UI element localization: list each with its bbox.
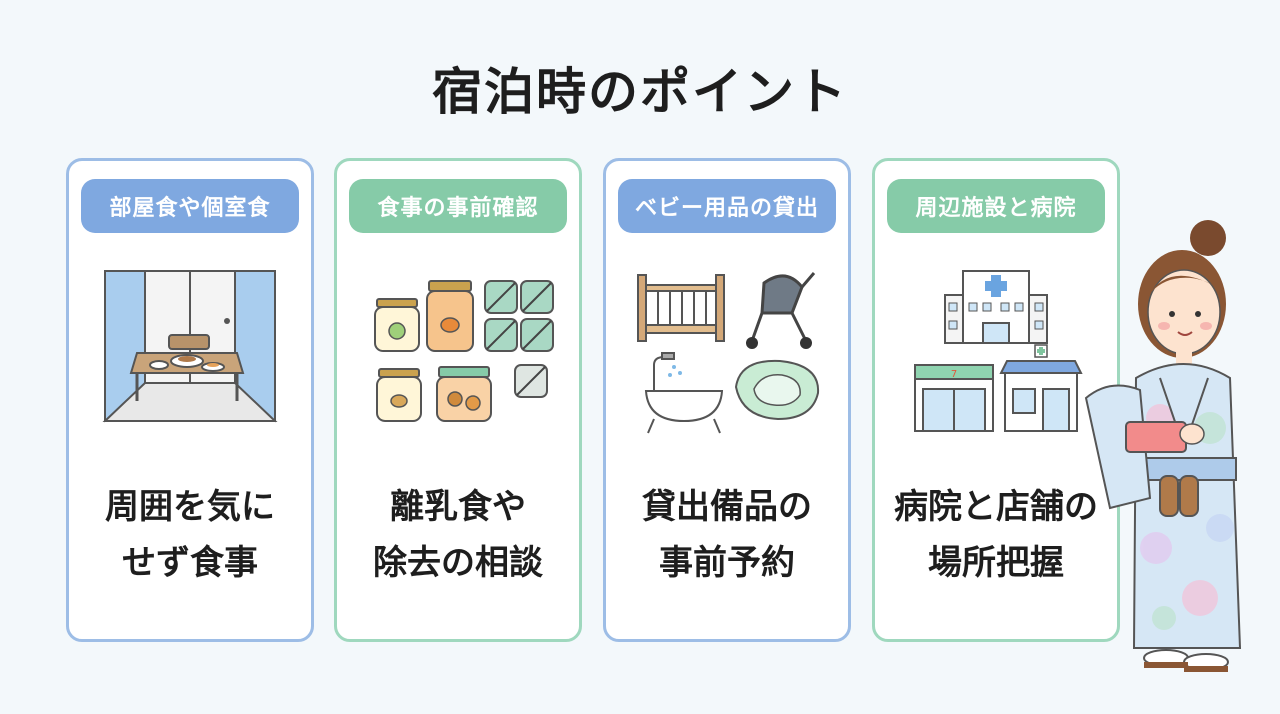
baby-food-jars-icon (374, 280, 554, 422)
card-nearby-facilities: 周辺施設と病院 7 (872, 158, 1120, 642)
card-tag: 食事の事前確認 (349, 179, 567, 233)
card-caption: 貸出備品の 事前予約 (642, 487, 812, 583)
card-tag: ベビー用品の貸出 (618, 179, 836, 233)
card-caption: 周囲を気に せず食事 (105, 487, 275, 583)
hospital-store-icon: 7 (914, 270, 1083, 432)
svg-text:7: 7 (951, 369, 957, 380)
card-private-dining: 部屋食や個室食 周囲を気に せず食事 (66, 158, 314, 642)
card-meal-check: 食事の事前確認 離乳食や 除去の相談 (334, 158, 582, 642)
card-tag: 周辺施設と病院 (887, 179, 1105, 233)
card-caption: 離乳食や 除去の相談 (373, 487, 543, 583)
card-baby-goods: ベビー用品の貸出 貸出備品の 事前予約 (603, 158, 851, 642)
card-caption: 病院と店舗の 場所把握 (894, 487, 1098, 583)
dining-room-icon (102, 270, 278, 423)
card-tag: 部屋食や個室食 (81, 179, 299, 233)
woman-in-yukata-icon (1084, 220, 1242, 672)
page-title: 宿泊時のポイント (432, 63, 848, 121)
baby-goods-icon (637, 272, 820, 434)
